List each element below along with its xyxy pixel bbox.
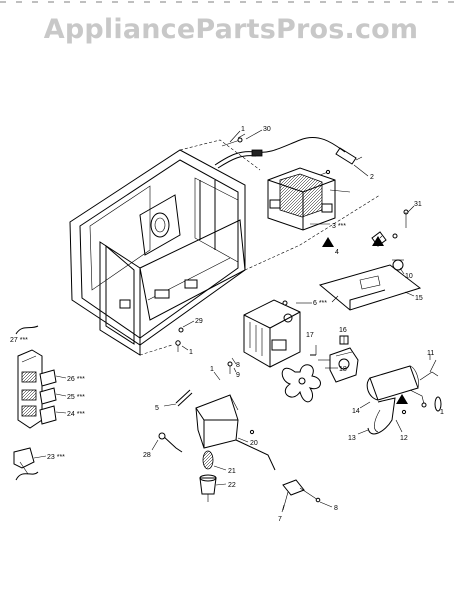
switch-connector	[282, 479, 321, 511]
callout-1-left: 1	[210, 366, 214, 373]
callout-24: 24 ***	[67, 411, 85, 418]
callout-26: 26 ***	[67, 376, 85, 383]
fastener-screws	[175, 327, 407, 435]
callout-3: 3 ***	[332, 223, 346, 230]
callout-28: 28	[143, 452, 151, 459]
thermal-protector-wires	[158, 389, 193, 453]
callout-20: 20	[250, 440, 258, 447]
capacitor-assembly	[366, 359, 442, 435]
door-latch-switches	[13, 325, 57, 481]
callout-9: 9	[236, 372, 240, 379]
callout-1-right: 1	[440, 409, 444, 416]
callout-29: 29	[195, 318, 203, 325]
callout-27: 27 ***	[10, 337, 28, 344]
fan-bracket-assembly	[318, 209, 422, 311]
callout-10: 10	[405, 273, 413, 280]
watermark-text: AppliancePartsPros.com	[43, 14, 419, 45]
warning-icon	[396, 394, 408, 404]
callout-23: 23 ***	[47, 454, 65, 461]
magnetron	[243, 299, 301, 368]
callout-18: 18	[339, 366, 347, 373]
power-cord-assembly	[214, 133, 363, 169]
cover-and-lamp	[195, 394, 276, 502]
callout-7: 7	[278, 516, 282, 523]
warning-icon	[322, 237, 334, 247]
callout-1-top: 1	[241, 126, 245, 133]
callout-31: 31	[414, 201, 422, 208]
callout-4: 4	[335, 249, 339, 256]
callout-1-mid: 1	[189, 349, 193, 356]
callout-14: 14	[352, 408, 360, 415]
callout-25: 25 ***	[67, 394, 85, 401]
callout-labels: 1 30 2 3 *** 31 10 15 29 1 6 *** 17 16 1…	[10, 126, 444, 523]
callout-17: 17	[306, 332, 314, 339]
callout-13: 13	[348, 435, 356, 442]
callout-16: 16	[339, 327, 347, 334]
callout-5: 5	[155, 405, 159, 412]
callout-30: 30	[263, 126, 271, 133]
high-voltage-transformer	[267, 167, 351, 231]
callout-12: 12	[400, 435, 408, 442]
callout-6: 6 ***	[313, 300, 327, 307]
callout-2: 2	[370, 174, 374, 181]
callout-15: 15	[415, 295, 423, 302]
cabinet-chassis	[69, 139, 381, 356]
callout-21: 21	[228, 468, 236, 475]
callout-11: 11	[427, 350, 434, 357]
callout-8-upper: 8	[236, 362, 240, 369]
warning-triangle-icons	[322, 236, 408, 404]
callout-22: 22	[228, 482, 236, 489]
warning-icon	[372, 236, 384, 246]
callout-8-lower: 8	[334, 505, 338, 512]
